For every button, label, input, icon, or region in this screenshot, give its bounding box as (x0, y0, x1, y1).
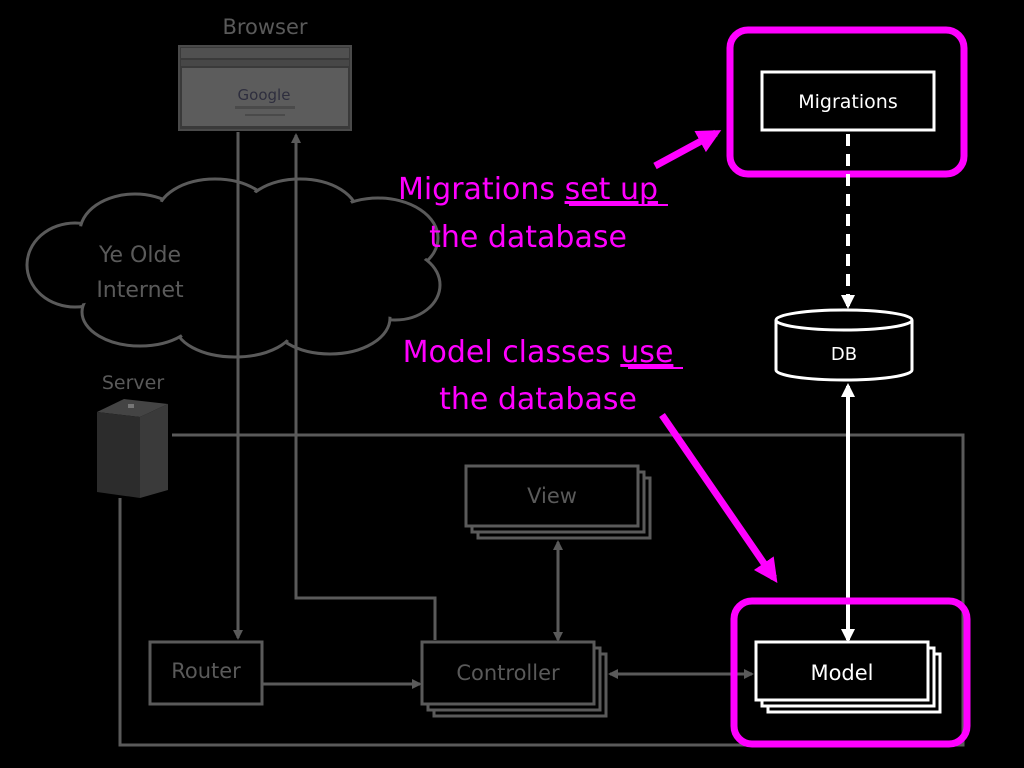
internet-label-line2: Internet (96, 278, 184, 303)
cloud-fill (30, 182, 437, 354)
migrations-callout-arrow (653, 129, 722, 170)
db-label: DB (831, 344, 857, 365)
view-label: View (527, 484, 577, 508)
model-box (754, 640, 942, 714)
model-callout-line2: the database (439, 382, 637, 417)
server-boundary (118, 433, 965, 747)
migrations-callout-line2: the database (429, 220, 627, 255)
browser-window: Google (178, 45, 352, 131)
model-callout-arrow (659, 413, 778, 583)
migrations-callout-line1: Migrations set up (398, 172, 658, 207)
server-icon (97, 399, 168, 498)
model-label: Model (810, 661, 873, 685)
migrations-label: Migrations (798, 91, 897, 113)
browser-label: Browser (222, 15, 307, 39)
model-callout-line1: Model classes use (403, 335, 674, 370)
server-label: Server (102, 372, 164, 394)
controller-label: Controller (456, 661, 560, 685)
router-label: Router (171, 659, 241, 683)
google-logo: Google (238, 86, 291, 104)
migrations-box (760, 70, 936, 132)
controller-box (420, 640, 608, 718)
router-box (148, 640, 264, 706)
internet-label-line1: Ye Olde (98, 243, 181, 268)
view-box (464, 464, 652, 540)
model-highlight (730, 597, 971, 748)
response-arrow (291, 133, 437, 640)
db-cylinder (774, 308, 914, 382)
